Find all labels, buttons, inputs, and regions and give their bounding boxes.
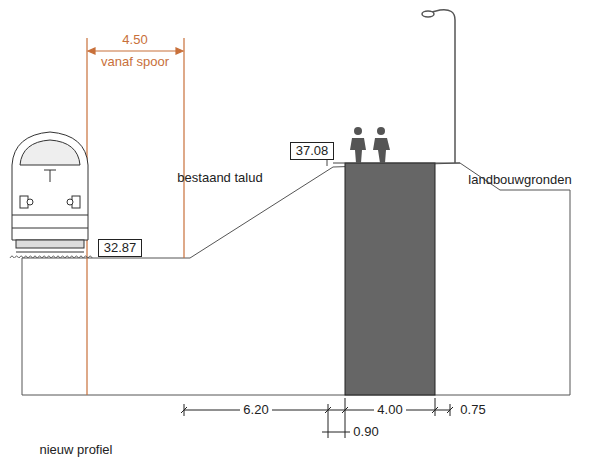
elevation-value: 32.87: [104, 240, 137, 255]
area-label: bestaand talud: [177, 171, 262, 185]
people-silhouettes: [350, 127, 390, 163]
dimension-value: 0.90: [350, 425, 381, 439]
elevation-box: 32.87: [98, 239, 143, 257]
dimension-value: 4.00: [374, 403, 405, 417]
lamp-post: [422, 10, 455, 163]
clearance-dimension: [87, 38, 184, 395]
dimension-value: 4.50: [122, 33, 147, 47]
elevation-box: 37.08: [290, 142, 335, 160]
caption-note: nieuw profiel: [40, 443, 113, 457]
ballast: [10, 256, 92, 258]
elevation-value: 37.08: [296, 143, 329, 158]
crest-line: [333, 163, 460, 164]
dimension-value: 6.20: [240, 403, 271, 417]
dimension-value: 0.75: [457, 403, 488, 417]
dimension-note: vanaf spoor: [101, 55, 169, 69]
ground-profile: [22, 163, 570, 395]
area-label: landbouwgronden: [468, 173, 571, 187]
dimension-lines: [181, 398, 453, 438]
train-icon: [12, 132, 88, 252]
new-fill-block: [345, 163, 435, 395]
